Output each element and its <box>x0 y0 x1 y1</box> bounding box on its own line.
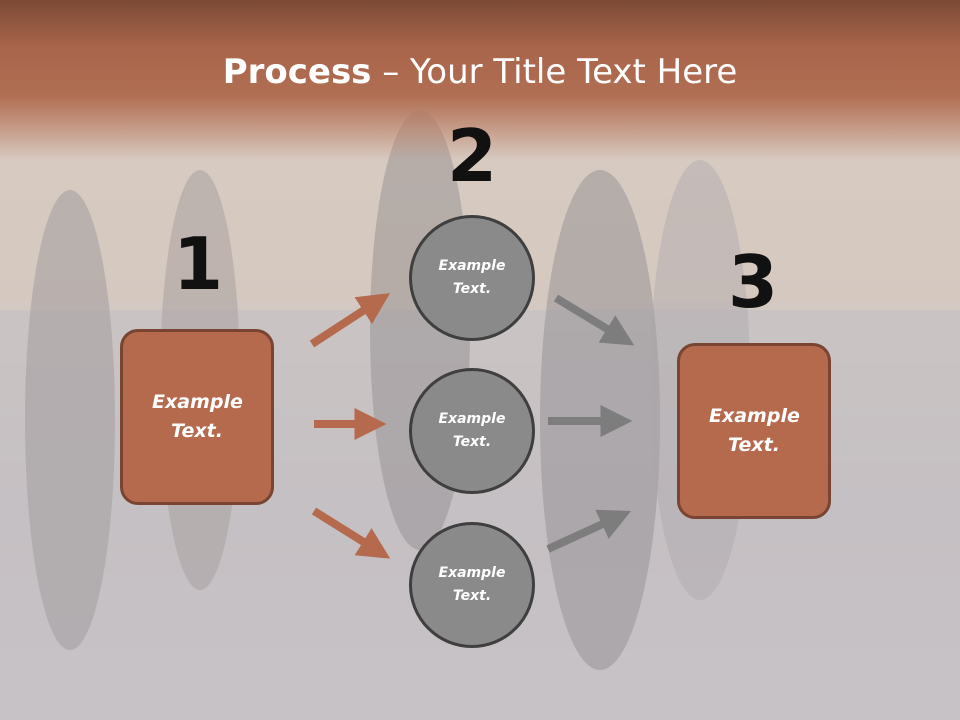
step-3-box: Example Text. <box>677 343 831 519</box>
circle-bottom: Example Text. <box>409 522 535 648</box>
step-number-2: 2 <box>446 114 498 198</box>
step-3-text: Example Text. <box>709 405 800 456</box>
step-number-3: 3 <box>727 240 779 324</box>
step-number-1: 1 <box>172 222 224 306</box>
circle-top-text: Example Text. <box>438 258 506 297</box>
arrow-top-to-3 <box>553 294 635 346</box>
circle-bottom-text: Example Text. <box>438 565 506 604</box>
step-1-text: Example Text. <box>152 391 243 442</box>
circle-middle-text: Example Text. <box>438 411 506 450</box>
arrow-1-to-bottom <box>311 507 391 559</box>
slide-title: Process – Your Title Text Here <box>0 52 960 92</box>
title-bold: Process <box>222 52 372 92</box>
circle-top: Example Text. <box>409 215 535 341</box>
arrow-1-to-top <box>309 293 391 348</box>
circle-middle: Example Text. <box>409 368 535 494</box>
arrow-bottom-to-3 <box>546 509 632 553</box>
step-1-box: Example Text. <box>120 329 274 505</box>
title-rest: – Your Title Text Here <box>371 52 738 92</box>
header-band <box>0 0 960 160</box>
